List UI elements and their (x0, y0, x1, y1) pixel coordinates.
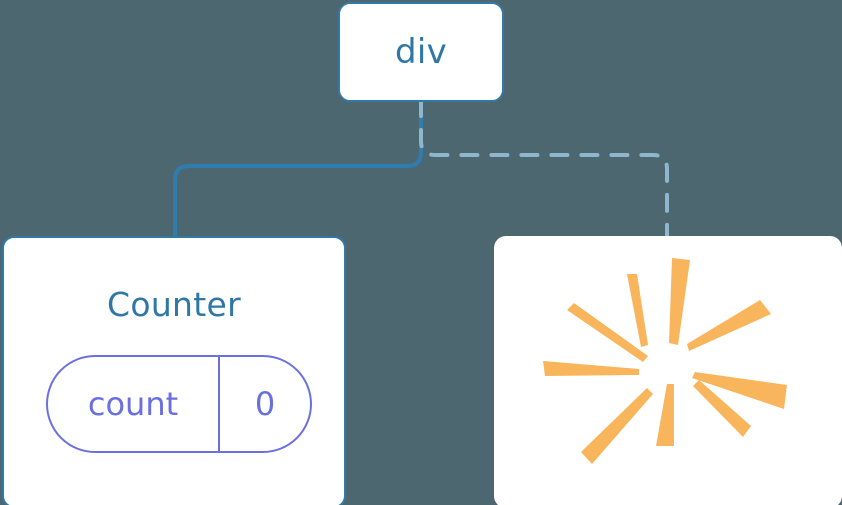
div-node-label: div (394, 32, 448, 72)
counter-node[interactable]: Counter count 0 (2, 236, 346, 505)
state-value: 0 (254, 385, 276, 423)
edge-div-to-burst (419, 100, 669, 240)
burst-node[interactable] (494, 236, 842, 505)
counter-node-label: Counter (107, 285, 241, 324)
counter-state-pill[interactable]: count 0 (46, 355, 312, 453)
burst-sparkle-icon (543, 258, 787, 464)
div-node[interactable]: div (338, 2, 504, 102)
edge-div-to-counter (173, 100, 423, 240)
state-key: count (48, 357, 220, 451)
